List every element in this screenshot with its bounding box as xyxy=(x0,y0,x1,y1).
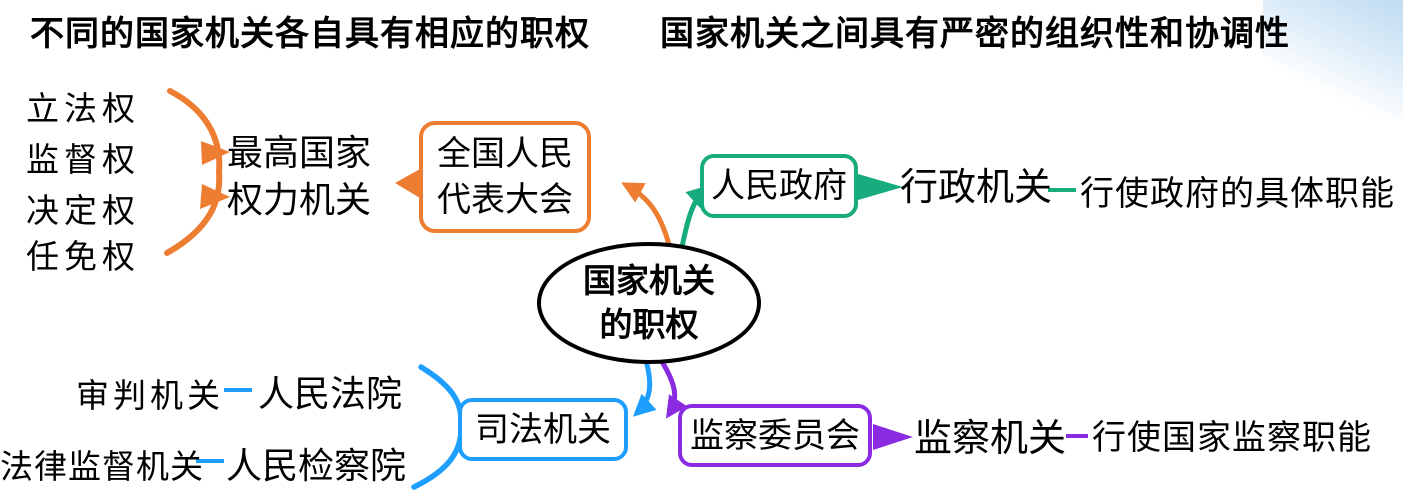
administrative-organ-label: 行政机关 xyxy=(900,167,1053,209)
judicial-row1-body: 人民法院 xyxy=(258,373,403,414)
powers-brace-prong-top xyxy=(201,141,230,165)
powers-brace-prong-bottom xyxy=(200,184,230,209)
arrow-center-to-judicial xyxy=(632,354,657,417)
power-decision: 决定权 xyxy=(26,194,140,230)
judicial-row2-organ: 法律监督机关 xyxy=(0,450,204,486)
judicial-node-label: 司法机关 xyxy=(475,410,611,449)
supervisory-organ-label: 监察机关 xyxy=(914,418,1067,460)
judicial-brace-blue xyxy=(411,364,464,490)
supervision-node-label: 监察委员会 xyxy=(690,416,860,455)
judicial-row2-body: 人民检察院 xyxy=(226,445,407,486)
power-legislative: 立法权 xyxy=(26,92,140,128)
node-judicial-organs: 司法机关 xyxy=(458,398,628,461)
npc-role-line1: 最高国家 xyxy=(227,132,372,173)
arrow-center-to-npc xyxy=(621,182,674,255)
npc-node-line2: 代表大会 xyxy=(437,181,573,219)
npc-box-wedge xyxy=(395,169,420,198)
supervision-wedge xyxy=(873,424,913,450)
arrow-center-to-supervision xyxy=(656,354,688,419)
powers-brace-orange xyxy=(164,88,223,256)
node-national-peoples-congress: 全国人民 代表大会 xyxy=(419,121,591,233)
npc-role-text: 最高国家 权力机关 xyxy=(227,129,371,223)
government-node-label: 人民政府 xyxy=(711,167,847,205)
npc-role-line2: 权力机关 xyxy=(227,179,372,220)
government-wedge xyxy=(858,174,903,200)
header-right: 国家机关之间具有严密的组织性和协调性 xyxy=(660,15,1290,53)
npc-node-line1: 全国人民 xyxy=(437,135,573,173)
node-peoples-government: 人民政府 xyxy=(700,154,858,218)
power-appointment: 任免权 xyxy=(26,240,140,276)
central-topic-ellipse: 国家机关 的职权 xyxy=(537,242,761,364)
central-topic-line2: 的职权 xyxy=(599,306,699,343)
node-supervisory-commission: 监察委员会 xyxy=(678,404,872,467)
power-supervisory: 监督权 xyxy=(26,143,140,179)
judicial-row1-organ: 审判机关 xyxy=(76,379,224,415)
supervision-function-desc: 行使国家监察职能 xyxy=(1092,420,1372,457)
central-topic-line1: 国家机关 xyxy=(583,262,715,299)
header-left: 不同的国家机关各自具有相应的职权 xyxy=(30,15,590,53)
government-function-desc: 行使政府的具体职能 xyxy=(1080,176,1395,213)
